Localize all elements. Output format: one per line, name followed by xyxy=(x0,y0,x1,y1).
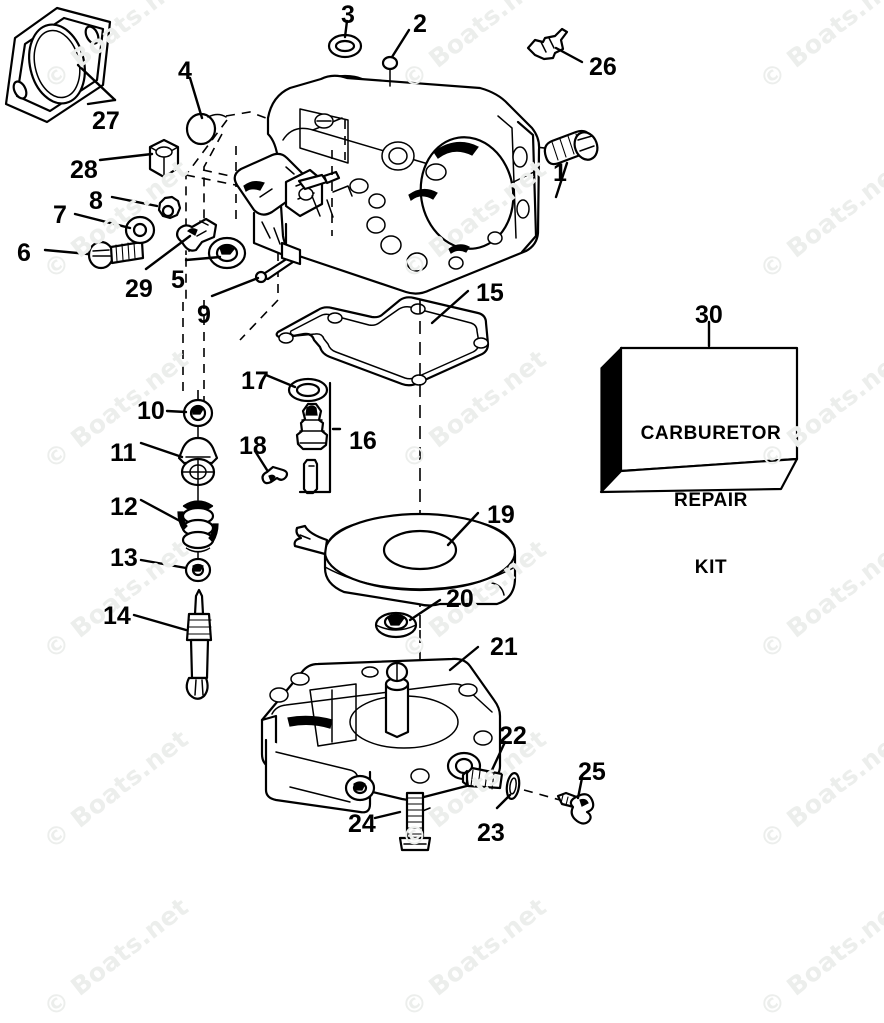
part-26-fuel-inlet-fitting xyxy=(526,27,584,64)
part-15-float-chamber-gasket xyxy=(275,289,490,387)
callout-5-retainer[interactable]: 5 xyxy=(171,266,185,294)
part-8-lock-washer xyxy=(110,195,182,220)
part-30-carburetor-repair-kit-box xyxy=(599,320,799,494)
callout-1-idle-mixture-screw-and-spring[interactable]: 1 xyxy=(553,159,567,187)
part-5-retainer-ring xyxy=(184,236,247,270)
part-22-drain-screw-spring xyxy=(461,740,507,790)
callout-12-spring[interactable]: 12 xyxy=(110,493,138,521)
part-11-packing-nut xyxy=(139,436,219,501)
part-13-washer xyxy=(139,557,212,583)
repair-kit-line-3: KIT xyxy=(694,557,728,579)
callout-21-float-bowl[interactable]: 21 xyxy=(490,633,518,661)
part-25-drain-valve-clip xyxy=(523,776,595,825)
callout-13-washer-needle[interactable]: 13 xyxy=(110,544,138,572)
callout-6-screw[interactable]: 6 xyxy=(17,239,31,267)
part-17-inlet-seat-gasket xyxy=(264,373,329,403)
callout-26-fuel-inlet-fitting[interactable]: 26 xyxy=(589,53,617,81)
part-10-washer xyxy=(165,390,214,441)
callout-19-float[interactable]: 19 xyxy=(487,501,515,529)
callout-2-check-ball[interactable]: 2 xyxy=(413,10,427,38)
callout-3-o-ring-top[interactable]: 3 xyxy=(341,1,355,29)
callout-17-inlet-seat-gasket[interactable]: 17 xyxy=(241,367,269,395)
callout-23-drain-screw-washer[interactable]: 23 xyxy=(477,819,505,847)
part-4-welch-plug xyxy=(185,76,227,146)
part-27-flange-gasket xyxy=(4,6,117,124)
callout-24-bowl-bolt[interactable]: 24 xyxy=(348,810,376,838)
part-24-bowl-bolt xyxy=(373,791,432,852)
part-14-high-speed-needle xyxy=(132,588,213,700)
part-19-float xyxy=(293,511,517,607)
callout-16-inlet-needle-and-seat[interactable]: 16 xyxy=(349,427,377,455)
callout-15-float-chamber-gasket[interactable]: 15 xyxy=(476,279,504,307)
callout-30-carburetor-repair-kit[interactable]: 30 xyxy=(695,301,723,329)
part-21-float-bowl xyxy=(260,645,502,814)
callout-28-nut[interactable]: 28 xyxy=(70,156,98,184)
part-6-screw xyxy=(43,240,145,270)
repair-kit-line-2: REPAIR xyxy=(674,490,748,512)
callout-22-drain-screw-spring[interactable]: 22 xyxy=(499,722,527,750)
repair-kit-box-label: CARBURETOR REPAIR KIT xyxy=(636,378,786,624)
part-main-carburetor-body xyxy=(233,74,541,295)
callout-10-washer-small[interactable]: 10 xyxy=(137,397,165,425)
part-7-washer xyxy=(73,212,156,245)
callout-18-float-clip[interactable]: 18 xyxy=(239,432,267,460)
callout-20-float-washer[interactable]: 20 xyxy=(446,585,474,613)
part-3-o-ring xyxy=(327,19,363,59)
callout-7-washer[interactable]: 7 xyxy=(53,201,67,229)
part-12-spring xyxy=(139,498,219,564)
part-29-link-retainer xyxy=(144,217,218,271)
callout-27-flange-gasket[interactable]: 27 xyxy=(92,107,120,135)
part-1-idle-mixture-screw xyxy=(543,129,599,199)
part-16-inlet-needle-and-seat xyxy=(295,381,342,495)
callout-14-high-speed-needle[interactable]: 14 xyxy=(103,602,131,630)
part-28-nut xyxy=(98,138,180,179)
callout-11-packing-nut[interactable]: 11 xyxy=(110,439,137,467)
callout-29-link-retainer[interactable]: 29 xyxy=(125,275,153,303)
callout-9-pin[interactable]: 9 xyxy=(197,301,211,329)
part-18-float-clip xyxy=(253,449,289,485)
repair-kit-line-1: CARBURETOR xyxy=(640,422,782,444)
callout-8-lock-washer[interactable]: 8 xyxy=(89,187,103,215)
part-20-float-washer xyxy=(374,598,442,639)
callout-25-drain-valve-clip[interactable]: 25 xyxy=(578,758,606,786)
part-23-drain-washer xyxy=(495,771,521,810)
part-2-check-ball xyxy=(381,28,411,87)
callout-4-welch-plug[interactable]: 4 xyxy=(178,57,192,85)
